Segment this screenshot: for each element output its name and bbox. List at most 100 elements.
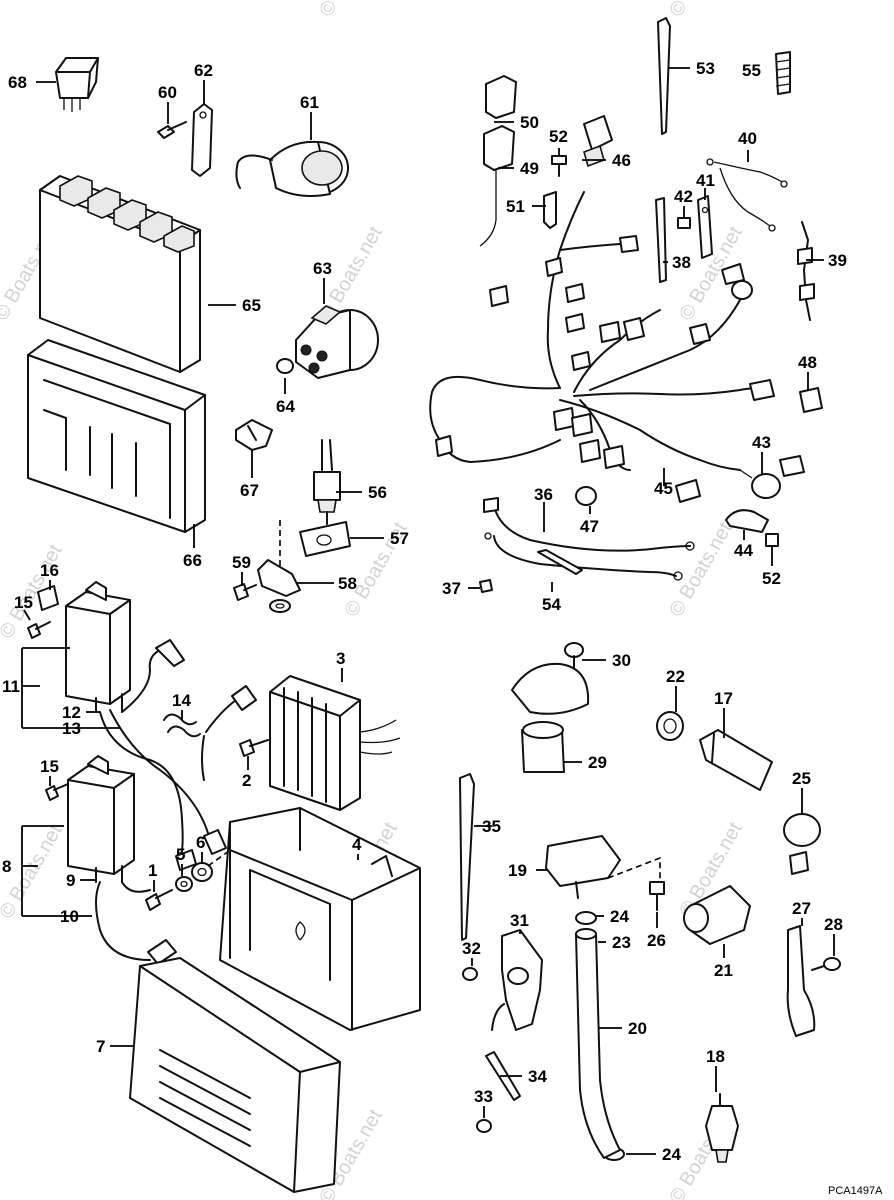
callout-34: 34 — [528, 1067, 547, 1086]
part-15-screw — [45, 783, 69, 801]
part-32-screw — [462, 967, 478, 981]
part-25-clamp — [783, 813, 821, 875]
callout-49: 49 — [520, 159, 539, 178]
callout-16: 16 — [40, 561, 59, 580]
part-51-bracket — [543, 191, 557, 229]
part-52-screw — [765, 533, 779, 547]
callout-24: 24 — [662, 1145, 681, 1164]
callout-32: 32 — [462, 939, 481, 958]
callout-62: 62 — [194, 61, 213, 80]
part-1-screw — [145, 889, 173, 911]
part-boot — [201, 685, 257, 781]
watermark: © Boats.net — [315, 0, 387, 21]
callout-59: 59 — [232, 553, 251, 572]
part-64-cap — [276, 358, 294, 374]
callout-68: 68 — [8, 73, 27, 92]
part-37-screw — [479, 579, 493, 593]
part-54-sleeve — [537, 549, 583, 575]
part-22-washer — [656, 711, 684, 741]
part-50-connector — [485, 75, 517, 119]
callout-15: 15 — [40, 757, 59, 776]
part-15-screw — [27, 621, 51, 639]
callout-61: 61 — [300, 93, 319, 112]
callout-47: 47 — [580, 517, 599, 536]
part-53-tie — [657, 17, 671, 135]
callout-33: 33 — [474, 1087, 493, 1106]
callout-36: 36 — [534, 485, 553, 504]
part-7-cover — [129, 957, 341, 1193]
callout-26: 26 — [647, 931, 666, 950]
assembly-line — [607, 856, 661, 880]
part-33-screw — [476, 1119, 492, 1133]
part-16-clip — [37, 585, 59, 611]
part-30-screw — [564, 642, 584, 669]
callout-7: 7 — [96, 1037, 105, 1056]
part-28-screw — [811, 957, 841, 971]
part-36-cable — [483, 497, 695, 581]
part-31-sensor — [491, 929, 543, 1031]
part-5-washer — [175, 876, 193, 892]
part-11-coil-assembly — [65, 581, 131, 713]
callout-13: 13 — [62, 719, 81, 738]
callout-43: 43 — [752, 433, 771, 452]
callout-63: 63 — [313, 259, 332, 278]
part-63-solenoid — [295, 305, 379, 379]
callout-67: 67 — [240, 481, 259, 500]
part-24-clamp — [575, 911, 597, 925]
callout-18: 18 — [706, 1047, 725, 1066]
part-18-sender — [705, 1093, 739, 1163]
part-59-screw — [233, 583, 257, 601]
part-14-clip — [163, 713, 201, 738]
callout-35: 35 — [482, 817, 501, 836]
part-35-tie — [459, 773, 475, 941]
drawing-code: PCA1497A — [828, 1185, 883, 1197]
part-10-lead — [95, 881, 177, 965]
part-58-plate — [257, 559, 301, 613]
callout-50: 50 — [520, 113, 539, 132]
callout-10: 10 — [60, 907, 79, 926]
part-62-strap — [191, 103, 213, 177]
callout-2: 2 — [242, 771, 251, 790]
callout-58: 58 — [338, 574, 357, 593]
part-49-connector — [479, 125, 515, 247]
callout-45: 45 — [654, 479, 673, 498]
callout-6: 6 — [196, 833, 205, 852]
callout-65: 65 — [242, 296, 261, 315]
part-17-sensor — [699, 729, 773, 791]
callout-46: 46 — [612, 151, 631, 170]
callout-60: 60 — [158, 83, 177, 102]
callout-48: 48 — [798, 353, 817, 372]
part-19-sensor — [545, 835, 621, 899]
callout-51: 51 — [506, 197, 525, 216]
callout-17: 17 — [714, 689, 733, 708]
watermark: © Boats.net — [665, 0, 737, 21]
callout-27: 27 — [792, 899, 811, 918]
part-3-rectifier — [269, 675, 401, 811]
callout-53: 53 — [696, 59, 715, 78]
part-27-strap — [786, 925, 816, 1037]
callout-9: 9 — [66, 871, 75, 890]
callout-14: 14 — [172, 691, 191, 710]
callout-5: 5 — [176, 845, 185, 864]
part-55-sleeve — [775, 51, 791, 95]
part-44-bracket — [725, 509, 769, 533]
callout-54: 54 — [542, 595, 561, 614]
callout-11: 11 — [2, 677, 20, 696]
assembly-line — [207, 845, 237, 867]
callout-21: 21 — [714, 961, 733, 980]
callout-52: 52 — [549, 127, 568, 146]
callout-56: 56 — [368, 483, 387, 502]
callout-19: 19 — [508, 861, 527, 880]
part-52-screw — [551, 155, 567, 177]
part-57-gasket — [299, 521, 351, 557]
callout-25: 25 — [792, 769, 811, 788]
part-6-grommet — [191, 862, 213, 882]
part-38-tie — [655, 197, 667, 283]
leader-lines — [21, 67, 835, 1155]
callout-39: 39 — [828, 251, 847, 270]
callout-12: 12 — [62, 703, 81, 722]
part-43-sensor — [739, 455, 805, 499]
part-66-bracket — [27, 339, 206, 533]
callout-22: 22 — [666, 667, 685, 686]
